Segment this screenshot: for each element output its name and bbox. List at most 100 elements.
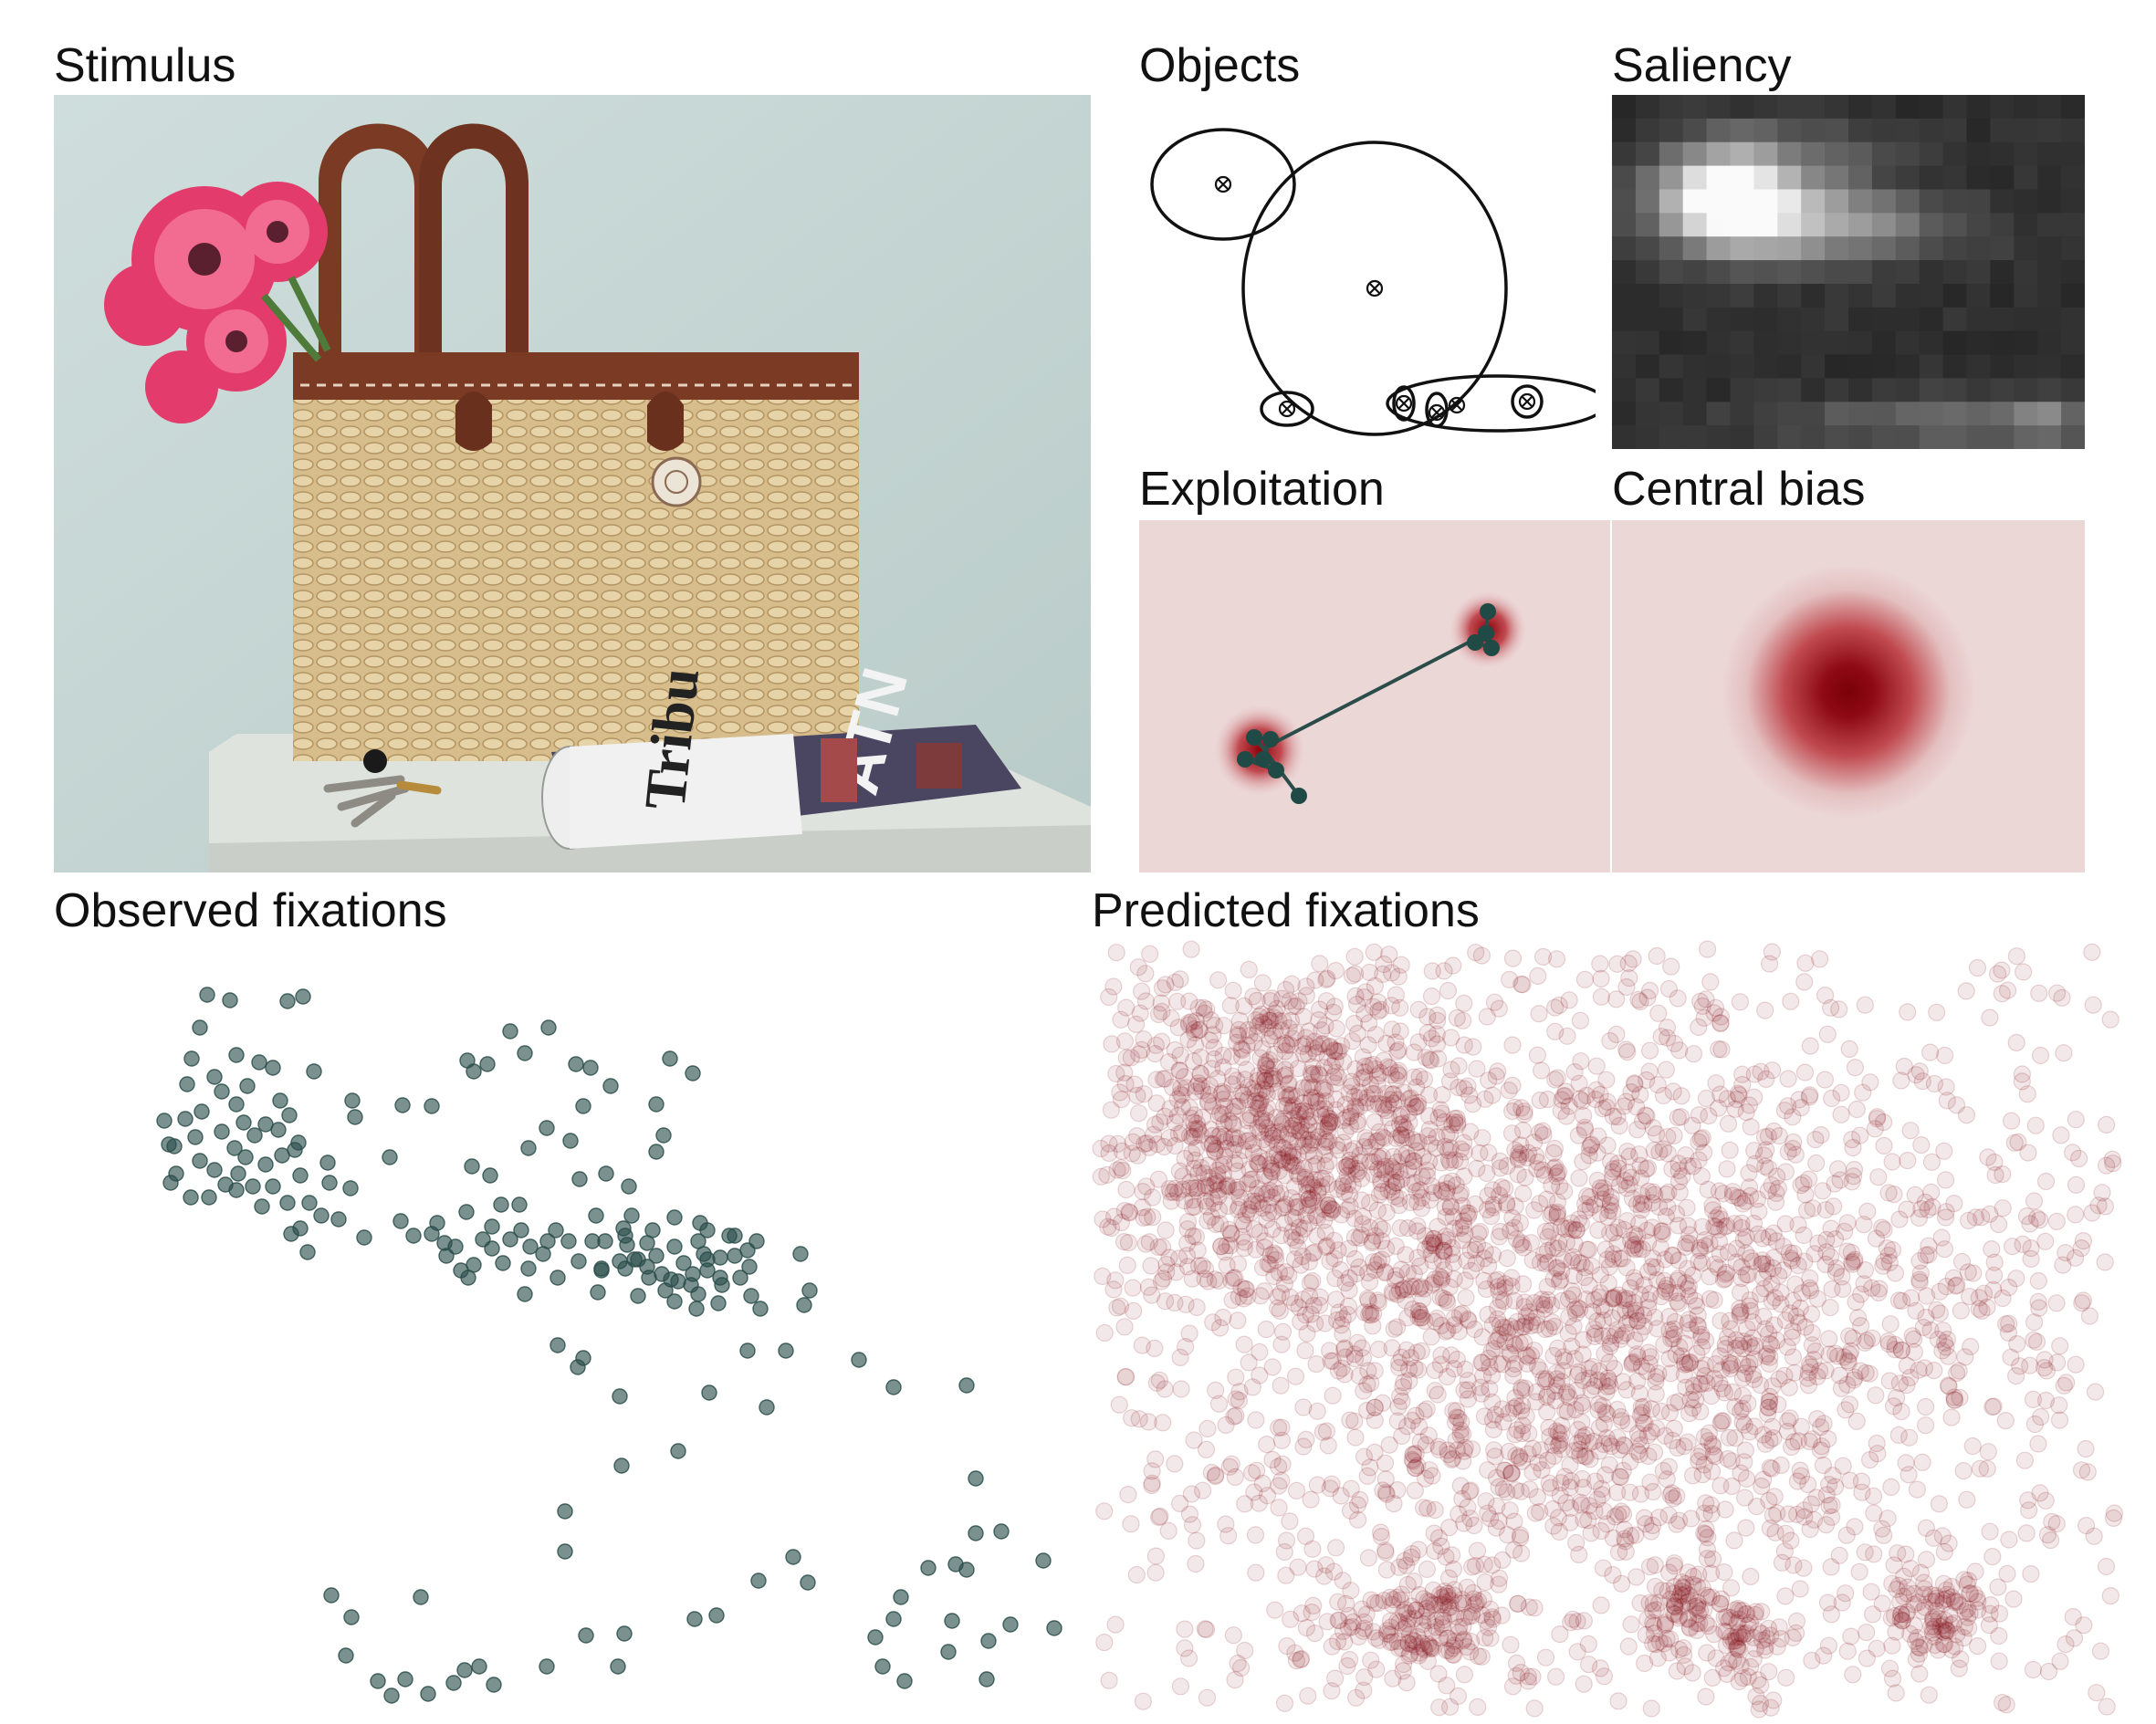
predicted-fixation-point — [1251, 1008, 1269, 1026]
predicted-fixation-point — [1498, 1249, 1516, 1268]
predicted-fixation-point — [1885, 1186, 1903, 1204]
predicted-fixation-point — [1739, 1395, 1757, 1413]
predicted-fixation-point — [1617, 1301, 1635, 1320]
saliency-cell — [1825, 165, 1849, 191]
predicted-fixation-point — [1245, 1483, 1263, 1501]
predicted-fixation-point — [1201, 1121, 1219, 1139]
saliency-cell — [1612, 354, 1637, 379]
predicted-fixation-point — [1374, 1128, 1392, 1146]
predicted-fixation-point — [1484, 1420, 1502, 1439]
predicted-fixation-point — [1399, 1104, 1418, 1123]
saliency-cell — [1730, 118, 1754, 143]
predicted-fixation-point — [1304, 1146, 1324, 1165]
predicted-fixation-point — [1262, 1162, 1281, 1180]
saliency-cell — [1635, 425, 1660, 449]
predicted-fixation-point — [1807, 1489, 1826, 1507]
predicted-fixation-point — [1892, 1071, 1910, 1090]
predicted-fixation-point — [1365, 1055, 1383, 1074]
predicted-fixation-point — [1355, 1382, 1373, 1400]
saliency-cell — [1777, 118, 1802, 143]
predicted-fixation-point — [1542, 1222, 1560, 1240]
predicted-fixation-point — [1485, 993, 1504, 1011]
predicted-fixation-point — [1404, 1094, 1422, 1113]
predicted-fixation-point — [1645, 1141, 1663, 1159]
predicted-fixation-point — [1935, 1046, 1954, 1065]
predicted-fixation-point — [1426, 1235, 1444, 1253]
predicted-fixation-point — [1487, 1272, 1505, 1290]
predicted-fixation-point — [1433, 1104, 1451, 1123]
predicted-fixation-point — [1420, 1050, 1439, 1069]
predicted-fixation-point — [1160, 1129, 1178, 1147]
predicted-fixation-point — [1455, 1134, 1473, 1152]
predicted-fixation-point — [1416, 1227, 1435, 1245]
predicted-fixation-point — [1840, 1040, 1858, 1059]
observed-fixation-point — [226, 1140, 243, 1156]
predicted-fixation-point — [1209, 1107, 1228, 1125]
predicted-fixation-point — [1502, 1635, 1520, 1654]
predicted-fixation-point — [1132, 982, 1151, 1000]
predicted-fixation-point — [1384, 1085, 1402, 1103]
predicted-fixation-point — [1575, 970, 1595, 988]
predicted-fixation-point — [1241, 1106, 1260, 1124]
saliency-cell — [1895, 95, 1921, 120]
predicted-fixation-point — [1480, 1257, 1498, 1275]
predicted-fixation-point — [1211, 1156, 1230, 1175]
predicted-fixation-point — [1364, 1084, 1382, 1103]
observed-fixation-point — [621, 1178, 637, 1195]
predicted-fixation-point — [1182, 940, 1200, 958]
predicted-fixation-point — [1483, 1556, 1502, 1574]
predicted-fixation-point — [1652, 1028, 1670, 1046]
predicted-fixation-point — [1168, 1107, 1187, 1125]
predicted-fixation-point — [1627, 1568, 1646, 1586]
observed-fixation-point — [199, 987, 215, 1003]
predicted-fixation-point — [1958, 1490, 1976, 1509]
observed-fixation-point — [588, 1207, 604, 1224]
predicted-fixation-point — [1659, 1563, 1679, 1582]
predicted-fixation-point — [1467, 1254, 1485, 1272]
scanpath-point — [1467, 634, 1483, 651]
predicted-fixation-point — [1627, 1304, 1645, 1322]
predicted-fixation-point — [1446, 1113, 1464, 1132]
predicted-fixation-point — [1354, 1207, 1372, 1226]
predicted-fixation-point — [1275, 1197, 1293, 1216]
predicted-fixation-point — [2077, 1439, 2095, 1458]
predicted-fixation-point — [1392, 1585, 1410, 1604]
predicted-fixation-point — [1141, 945, 1159, 963]
predicted-fixation-point — [1732, 1302, 1750, 1321]
predicted-fixation-point — [1795, 973, 1814, 991]
predicted-fixation-point — [1891, 1610, 1910, 1628]
predicted-fixation-point — [1369, 1340, 1387, 1359]
predicted-fixation-point — [1229, 1255, 1247, 1273]
predicted-fixation-point — [1095, 1502, 1114, 1520]
observed-fixation-point — [613, 1458, 630, 1474]
predicted-fixation-point — [1368, 1201, 1387, 1219]
predicted-fixation-point — [1538, 1091, 1557, 1109]
predicted-fixation-point — [1293, 1037, 1312, 1055]
predicted-fixation-point — [1194, 998, 1213, 1017]
predicted-fixation-point — [1397, 1144, 1416, 1163]
predicted-fixation-point — [2085, 1527, 2103, 1545]
predicted-fixation-point — [1379, 1109, 1397, 1127]
predicted-fixation-point — [1504, 1360, 1523, 1378]
predicted-fixation-point — [1263, 1188, 1282, 1207]
predicted-fixation-point — [1361, 1194, 1379, 1212]
predicted-fixation-point — [1391, 1387, 1409, 1405]
predicted-fixation-point — [1441, 1592, 1460, 1610]
predicted-fixation-point — [1335, 1158, 1355, 1176]
predicted-fixation-point — [1205, 1194, 1223, 1212]
saliency-cell — [1706, 330, 1732, 356]
predicted-fixation-point — [1323, 1682, 1341, 1700]
predicted-fixation-point — [1192, 1158, 1210, 1177]
predicted-fixation-point — [1198, 1212, 1217, 1230]
predicted-fixation-point — [1309, 1038, 1327, 1056]
saliency-cell — [1635, 213, 1660, 237]
predicted-fixation-point — [1421, 1191, 1439, 1209]
saliency-cell — [1682, 354, 1708, 379]
predicted-fixation-point — [1285, 1177, 1304, 1196]
predicted-fixation-point — [1321, 1252, 1339, 1270]
predicted-fixation-point — [1338, 1201, 1356, 1219]
predicted-fixation-point — [1682, 1510, 1701, 1528]
predicted-fixation-point — [1740, 1334, 1759, 1353]
saliency-cell — [1801, 307, 1826, 332]
saliency-cell — [1730, 378, 1754, 402]
